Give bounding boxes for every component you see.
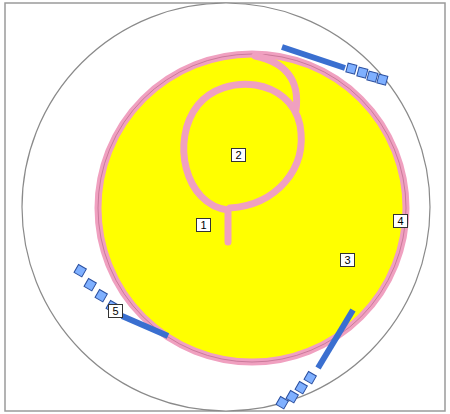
membrane-edge	[98, 54, 406, 362]
callout-number: 3	[340, 253, 355, 267]
callout-number: 1	[196, 218, 211, 232]
callout-number: 5	[108, 304, 123, 318]
dna-loop	[184, 56, 301, 242]
cell-wall	[22, 3, 430, 411]
frame	[5, 3, 445, 411]
cell-membrane	[98, 54, 406, 362]
pili	[74, 47, 388, 409]
callout-number: 4	[393, 214, 408, 228]
callout-number: 2	[231, 148, 246, 162]
